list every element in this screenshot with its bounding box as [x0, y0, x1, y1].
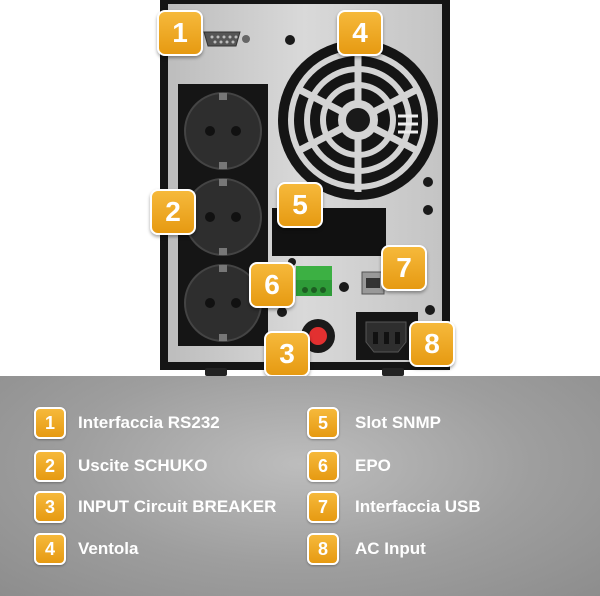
callout-badge-8: 8 [409, 321, 455, 367]
legend-label: INPUT Circuit BREAKER [78, 497, 277, 516]
legend-label: Interfaccia USB [355, 497, 481, 516]
legend-badge: 3 [34, 491, 66, 523]
legend-label: Slot SNMP [355, 413, 441, 432]
callout-badge-1: 1 [157, 10, 203, 56]
callout-badge-7: 7 [381, 245, 427, 291]
schuko-outlets [178, 84, 268, 346]
callout-badge-4: 4 [337, 10, 383, 56]
legend-label: Ventola [78, 539, 139, 558]
legend-label: EPO [355, 456, 391, 475]
legend-panel [0, 376, 600, 596]
legend-badge: 6 [307, 450, 339, 482]
legend-badge: 7 [307, 491, 339, 523]
legend-badge: 8 [307, 533, 339, 565]
legend-badge: 5 [307, 407, 339, 439]
legend-label: Uscite SCHUKO [78, 456, 208, 475]
fan-grille [278, 40, 438, 200]
foot-left [205, 368, 227, 376]
legend-badge: 4 [34, 533, 66, 565]
foot-right [382, 368, 404, 376]
callout-badge-3: 3 [264, 331, 310, 377]
legend-label: AC Input [355, 539, 426, 558]
legend-badge: 1 [34, 407, 66, 439]
callout-badge-2: 2 [150, 189, 196, 235]
ac-inlet [356, 312, 418, 360]
callout-badge-5: 5 [277, 182, 323, 228]
callout-badge-6: 6 [249, 262, 295, 308]
legend-label: Interfaccia RS232 [78, 413, 220, 432]
legend-badge: 2 [34, 450, 66, 482]
epo-terminal [296, 266, 332, 296]
